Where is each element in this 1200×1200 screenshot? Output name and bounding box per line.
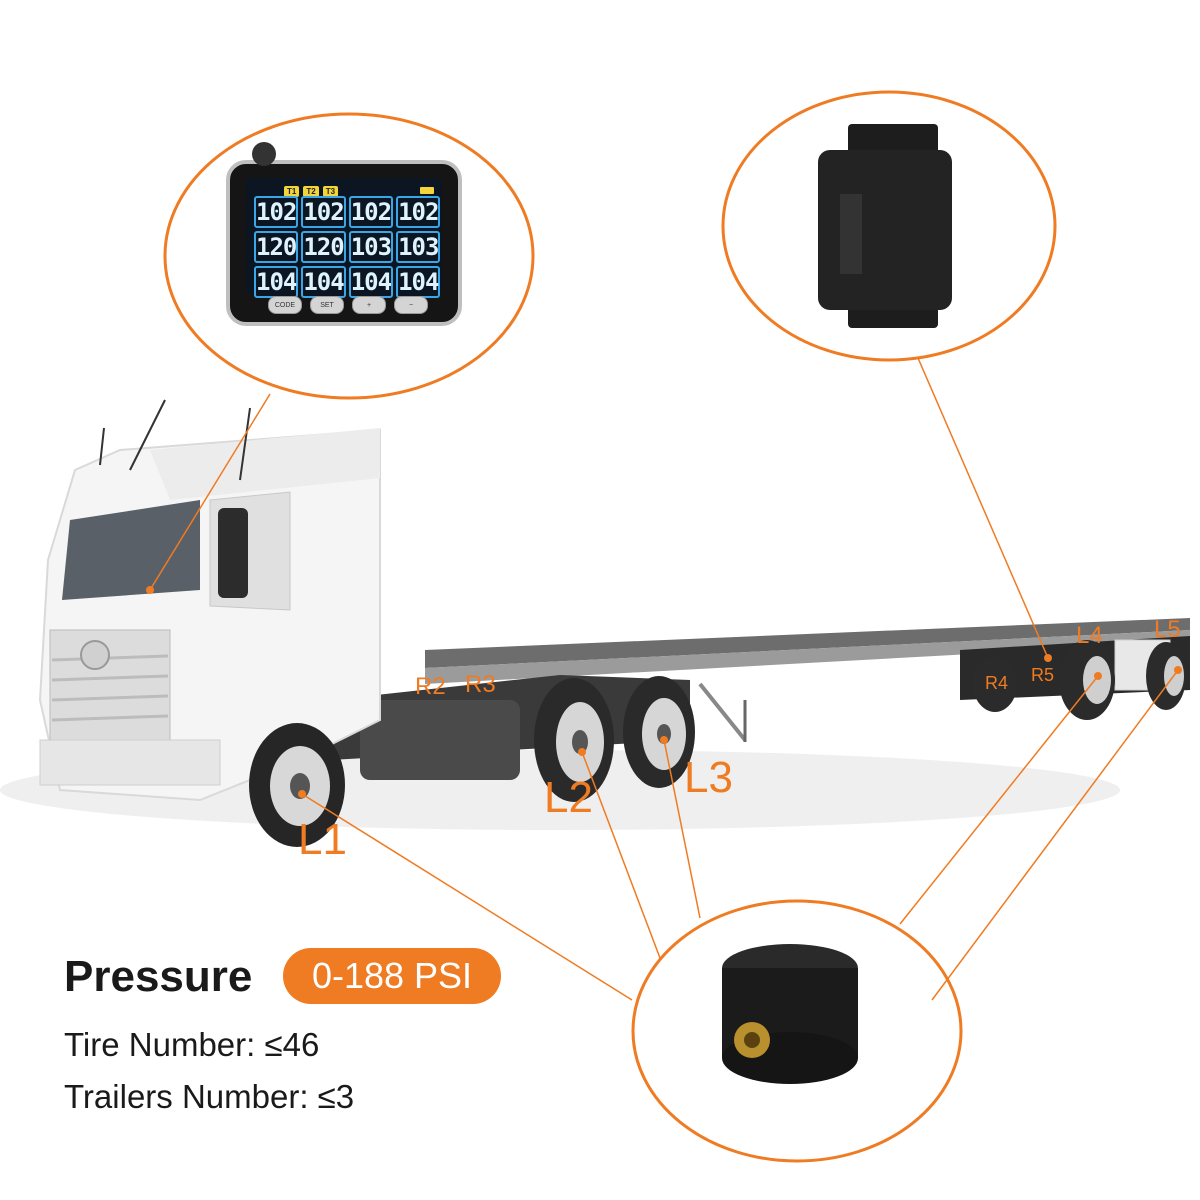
wheel-label-l1: L1 bbox=[298, 815, 347, 864]
pressure-reading: 104 bbox=[348, 266, 394, 298]
pressure-reading: 102 bbox=[254, 196, 299, 228]
wheel-label-r3: R3 bbox=[465, 671, 496, 698]
pressure-reading: 102 bbox=[301, 196, 346, 228]
wheel-label-r2: R2 bbox=[415, 673, 446, 700]
pressure-reading: 103 bbox=[396, 231, 441, 263]
pressure-range-badge: 0-188 PSI bbox=[283, 948, 501, 1004]
code-button: CODE bbox=[268, 296, 302, 314]
wheel-label-l5: L5 bbox=[1154, 616, 1181, 643]
callout-lines bbox=[149, 357, 1179, 1001]
minus-button: − bbox=[394, 296, 428, 314]
trailer-tag: T2 bbox=[303, 186, 319, 197]
trailer-image bbox=[425, 618, 1190, 742]
truck-image bbox=[38, 399, 695, 847]
pressure-reading: 104 bbox=[301, 266, 346, 298]
pressure-label: Pressure bbox=[64, 952, 253, 1001]
trailer-tags: T1 T2 T3 bbox=[284, 186, 339, 197]
set-button: SET bbox=[310, 296, 344, 314]
battery-icon bbox=[420, 187, 434, 194]
monitor-antenna bbox=[252, 142, 276, 166]
trailer-tag: T1 bbox=[284, 186, 300, 197]
wheel-label-r4: R4 bbox=[985, 673, 1009, 693]
wheel-label-r5: R5 bbox=[1031, 665, 1055, 685]
trailers-number-text: Trailers Number: ≤3 bbox=[64, 1078, 355, 1115]
tire-number-text: Tire Number: ≤46 bbox=[64, 1026, 320, 1063]
trailer-tag: T3 bbox=[322, 186, 339, 197]
wheel-label-l3: L3 bbox=[684, 753, 733, 802]
sensor-device bbox=[722, 944, 858, 1084]
pressure-reading: 104 bbox=[396, 266, 441, 298]
plus-button: + bbox=[352, 296, 386, 314]
lcd-readings: 102 102 102 102 120 120 103 103 104 104 … bbox=[254, 196, 441, 298]
pressure-reading: 102 bbox=[396, 196, 441, 228]
pressure-reading: 103 bbox=[348, 231, 394, 263]
wheel-label-l4: L4 bbox=[1076, 622, 1103, 649]
pressure-reading: 102 bbox=[348, 196, 394, 228]
wheel-label-l2: L2 bbox=[544, 773, 593, 822]
pressure-reading: 120 bbox=[254, 231, 299, 263]
pressure-reading: 120 bbox=[301, 231, 346, 263]
repeater-device bbox=[818, 124, 952, 328]
pressure-reading: 104 bbox=[254, 266, 299, 298]
monitor-buttons: CODE SET + − bbox=[268, 296, 428, 314]
